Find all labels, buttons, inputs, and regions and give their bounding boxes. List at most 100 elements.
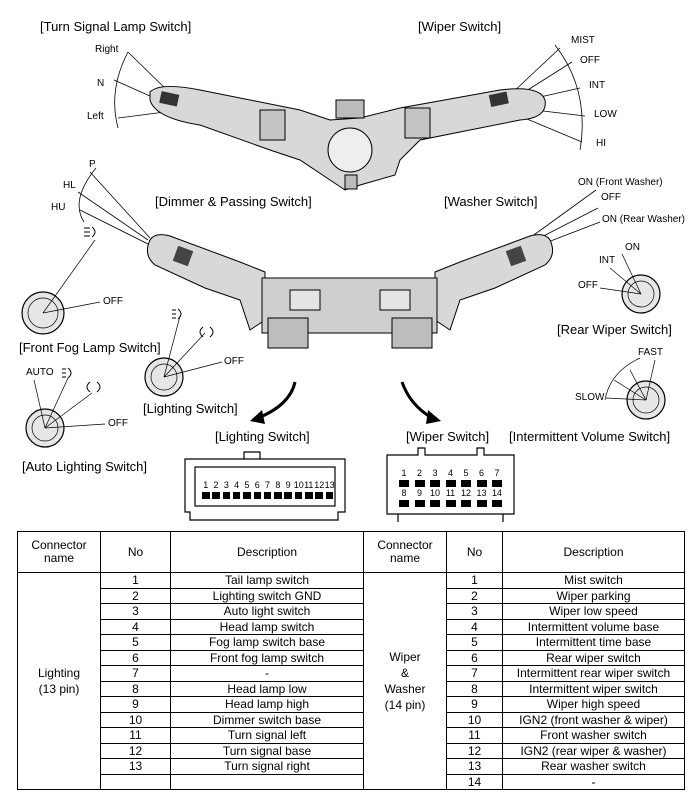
lighting-pin-desc: Head lamp switch	[170, 618, 364, 635]
dimmer-switch-title: [Dimmer & Passing Switch]	[155, 194, 312, 209]
pin-terminal	[445, 500, 456, 507]
lighting-pin-desc: Dimmer switch base	[170, 711, 364, 728]
pin-terminal	[476, 480, 487, 487]
pin-number: 2	[416, 468, 422, 478]
lighting-pin-no: 10	[100, 711, 171, 728]
table-row: 14-	[18, 773, 685, 790]
pin-terminal	[445, 480, 456, 487]
wiper-arc	[554, 44, 583, 151]
wiper-pin-desc: IGN2 (front washer & wiper)	[502, 711, 685, 728]
wiper-pin-no: 11	[446, 727, 503, 744]
arrow-right	[400, 381, 433, 420]
pin-number: 10	[293, 480, 304, 490]
pin-number: 3	[432, 468, 438, 478]
wiper-hi-label: HI	[596, 138, 606, 149]
dimmer-p-label: P	[89, 159, 96, 170]
pin-terminal	[461, 480, 471, 487]
pin-number: 5	[244, 480, 250, 490]
lighting-pin-desc: Turn signal left	[170, 727, 364, 744]
pin-terminal	[399, 500, 409, 507]
lighting-pin-desc: Front fog lamp switch	[170, 649, 364, 666]
pin-number: 7	[265, 480, 271, 490]
lighting-pin-desc: Lighting switch GND	[170, 587, 364, 604]
rear-int-label: INT	[599, 255, 616, 266]
pin-terminal	[284, 492, 292, 499]
wiper-pin-no: 13	[446, 758, 503, 775]
headlamp-icon	[62, 367, 72, 379]
wiper-switch-title: [Wiper Switch]	[418, 19, 502, 34]
wiper-connector-title: [Wiper Switch]	[406, 429, 490, 444]
pin-number: 13	[324, 480, 335, 490]
turn-n-label: N	[97, 78, 105, 89]
intermittent-volume-switch-title: [Intermittent Volume Switch]	[509, 429, 671, 444]
pin-terminal	[243, 492, 251, 499]
pin-number: 14	[491, 488, 502, 498]
empty-cell	[170, 773, 364, 790]
pin-terminal	[294, 492, 303, 499]
pin-number: 8	[275, 480, 281, 490]
wiper-pin-no: 9	[446, 696, 503, 713]
wiper-pin-desc: Wiper high speed	[502, 696, 685, 713]
pin-number: 8	[401, 488, 407, 498]
pin-number: 4	[234, 480, 240, 490]
header-no: No	[100, 531, 171, 573]
pin-number: 7	[494, 468, 500, 478]
lighting-pin-no: 8	[100, 680, 171, 697]
pin-number: 5	[463, 468, 469, 478]
lighting-pin-desc: Head lamp high	[170, 696, 364, 713]
washer-switch-title: [Washer Switch]	[444, 194, 538, 209]
pin-terminal	[430, 500, 440, 507]
pin-terminal	[399, 480, 409, 487]
header-connector-name: Connector name	[17, 531, 101, 573]
rear-on-label: ON	[625, 242, 640, 253]
wiper-pin-no: 4	[446, 618, 503, 635]
washer-on-rear-label: ON (Rear Washer)	[602, 214, 685, 225]
lighting-connector-name: Lighting(13 pin)	[17, 572, 101, 790]
pin-terminal	[492, 500, 502, 507]
wiper-pin-no: 14	[446, 773, 503, 790]
wiper-pin-desc: IGN2 (rear wiper & washer)	[502, 742, 685, 759]
wiper-pin-no: 8	[446, 680, 503, 697]
lighting-pin-no: 12	[100, 742, 171, 759]
pin-number: 1	[203, 480, 209, 490]
pin-terminal	[315, 492, 323, 499]
turn-signal-arc	[114, 51, 129, 129]
pin-terminal	[492, 480, 502, 487]
pin-terminal	[222, 492, 231, 499]
lighting-pin-no: 9	[100, 696, 171, 713]
pin-number: 12	[460, 488, 471, 498]
lighting-pin-desc: Head lamp low	[170, 680, 364, 697]
wiper-pin-desc: Wiper low speed	[502, 603, 685, 620]
lighting-pin-no: 6	[100, 649, 171, 666]
wiper-mist-label: MIST	[571, 35, 595, 46]
turn-right-label: Right	[95, 44, 119, 55]
pin-terminal	[253, 492, 261, 499]
pin-terminal	[202, 492, 210, 499]
wiper-connector-name: Wiper&Washer(14 pin)	[363, 572, 447, 790]
pin-number: 10	[429, 488, 440, 498]
lighting-pin-no: 7	[100, 665, 171, 682]
lighting-pin-no: 2	[100, 587, 171, 604]
wiper-pin-no: 10	[446, 711, 503, 728]
front-fog-switch-title: [Front Fog Lamp Switch]	[19, 340, 161, 355]
lighting-pin-desc: Auto light switch	[170, 603, 364, 620]
pin-terminal	[325, 492, 334, 499]
pin-number: 9	[416, 488, 422, 498]
wiper-pin-desc: Mist switch	[502, 572, 685, 589]
pin-number: 2	[213, 480, 219, 490]
slow-label: SLOW	[575, 392, 605, 403]
wiper-int-label: INT	[589, 80, 606, 91]
wiper-pin-desc: Intermittent rear wiper switch	[502, 665, 685, 682]
pin-terminal	[430, 480, 440, 487]
wiper-pin-desc: Rear washer switch	[502, 758, 685, 775]
pin-terminal	[274, 492, 282, 499]
washer-off-label: OFF	[601, 192, 621, 203]
pin-number: 9	[285, 480, 291, 490]
